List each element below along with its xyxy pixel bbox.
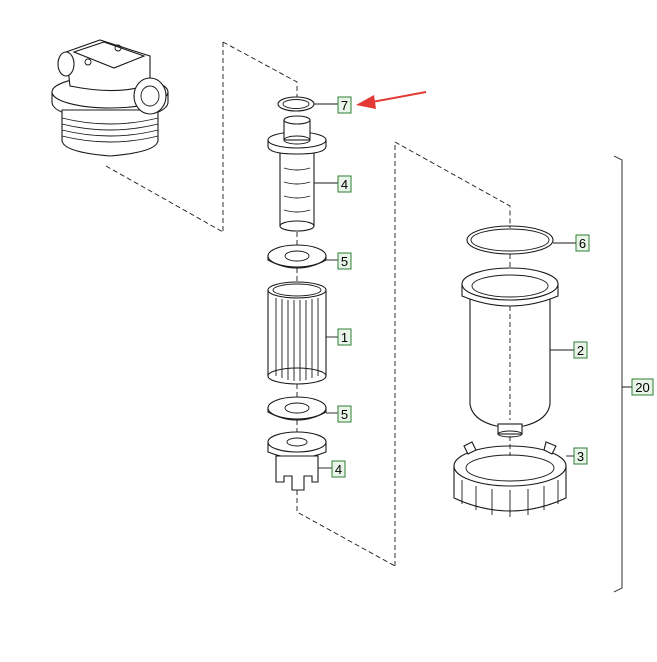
part-7-retaining-ring xyxy=(277,96,315,112)
part-4-base-adapter-lower xyxy=(267,431,327,491)
callout-7: 7 xyxy=(337,96,352,114)
callout-5-upper: 5 xyxy=(337,252,352,270)
part-1-filter-element xyxy=(267,281,327,385)
callout-5-lower: 5 xyxy=(337,405,352,423)
callout-4-lower: 4 xyxy=(331,460,346,478)
part-5-gasket-lower xyxy=(267,396,327,421)
callout-1: 1 xyxy=(337,328,352,346)
part-4-center-tube-upper xyxy=(267,115,327,232)
part-2-bowl xyxy=(461,267,559,438)
assembly-bracket xyxy=(613,155,632,593)
callout-4-lower-label: 4 xyxy=(335,462,342,477)
callout-7-label: 7 xyxy=(341,98,348,113)
callout-2-label: 2 xyxy=(577,343,584,358)
callout-6-label: 6 xyxy=(579,236,586,251)
callout-4-upper: 4 xyxy=(337,175,352,193)
callout-2: 2 xyxy=(573,341,588,359)
axis-line-left-stack xyxy=(222,41,396,567)
axis-line-right-stack xyxy=(394,141,511,566)
part-6-o-ring xyxy=(466,225,554,255)
callout-20-label: 20 xyxy=(635,380,649,395)
callout-1-label: 1 xyxy=(341,330,348,345)
callout-3: 3 xyxy=(573,447,588,465)
callout-20: 20 xyxy=(631,378,654,396)
callout-5-lower-label: 5 xyxy=(341,407,348,422)
highlight-arrow xyxy=(356,91,427,109)
callout-3-label: 3 xyxy=(577,449,584,464)
filter-head xyxy=(51,39,169,157)
callout-6: 6 xyxy=(575,234,590,252)
callout-4-upper-label: 4 xyxy=(341,177,348,192)
part-5-gasket-upper xyxy=(267,244,327,269)
leader-lines xyxy=(314,103,576,469)
callout-5-upper-label: 5 xyxy=(341,254,348,269)
head-to-stack-line xyxy=(105,165,224,233)
